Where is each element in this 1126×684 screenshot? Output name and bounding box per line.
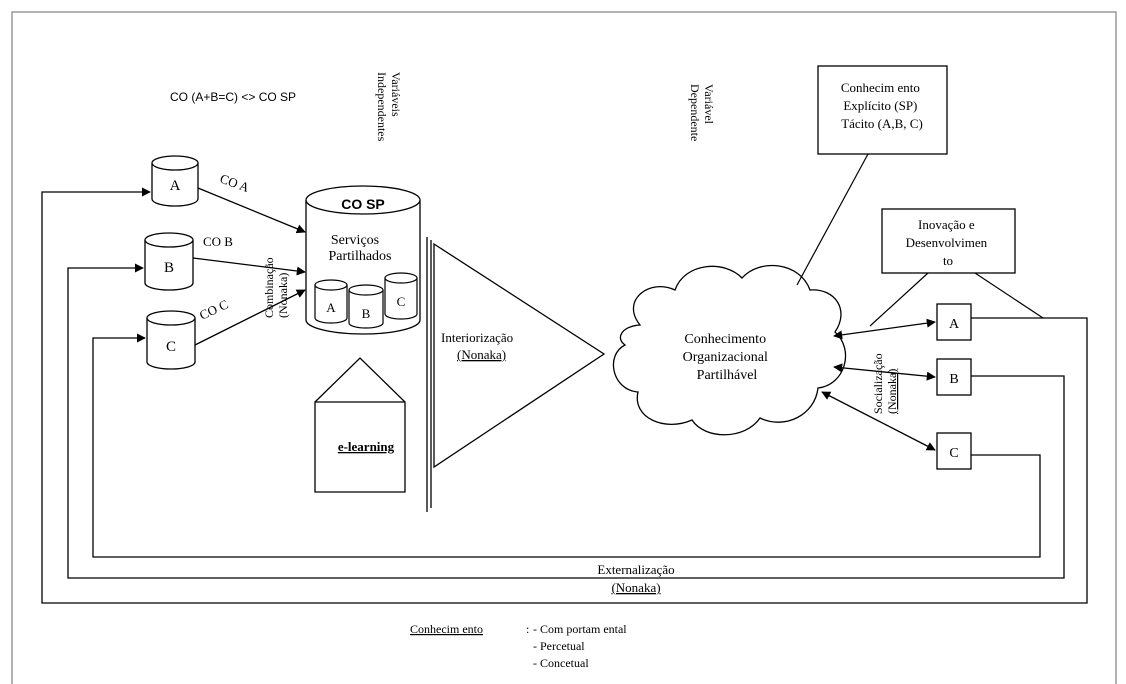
conhecimento-box — [817, 65, 948, 155]
right-box-c-label: C — [949, 446, 958, 461]
cosp-inner-c-label: C — [397, 294, 406, 309]
cosp-inner-c: C — [384, 272, 418, 320]
conhecimento-connector — [796, 153, 869, 286]
cosp-subtitle-2: Partilhados — [329, 249, 392, 264]
cosp-inner-b: B — [348, 284, 384, 329]
arrow-socializacao-a — [833, 318, 936, 340]
right-box-c — [936, 432, 972, 470]
knowledge-cloud — [612, 264, 847, 436]
cylinder-b: B — [144, 232, 194, 291]
edge-label-co-b: CO B — [203, 234, 233, 249]
cosp-subtitle-1: Serviços — [331, 233, 379, 248]
cylinder-c: C — [146, 310, 196, 370]
cosp-inner-a: A — [314, 279, 348, 324]
arrow-co-c — [194, 289, 306, 346]
elearning-house: e-learning — [314, 357, 406, 493]
externalizacao-loop-c — [92, 333, 1041, 558]
cosp-cylinder: CO SP Serviços Partilhados A B C — [305, 185, 421, 335]
legend-title: Conhecim ento — [410, 622, 483, 636]
cosp-title: CO SP — [341, 196, 385, 212]
inovacao-line-left — [869, 272, 929, 327]
inovacao-box-text: Inovação e Desenvolvimen to — [906, 217, 991, 268]
combinacao-label: Combinação (Nonaka) — [262, 254, 290, 318]
externalizacao-nonaka: (Nonaka) — [611, 580, 660, 595]
interiorizacao-triangle — [433, 242, 606, 469]
cylinder-a-label: A — [170, 178, 181, 194]
socializacao-label: Socialização (Nonaka) — [871, 350, 899, 414]
inovacao-line-right — [974, 272, 1044, 319]
legend-sep: : — [526, 622, 529, 636]
interiorizacao-label: Interiorização — [441, 330, 513, 345]
right-box-a — [936, 303, 972, 341]
inovacao-box — [881, 208, 1016, 274]
legend-items: - Com portam ental - Percetual - Concetu… — [533, 622, 630, 670]
page-frame — [11, 11, 1117, 684]
externalizacao-loop-b — [67, 263, 1065, 579]
cosp-inner-b-label: B — [362, 306, 371, 321]
formula-text: CO (A+B=C) <> CO SP — [170, 90, 296, 104]
right-box-a-label: A — [949, 317, 960, 332]
cylinder-b-label: B — [164, 260, 174, 276]
conhecimento-box-text: Conhecim ento Explícito (SP) Tácito (A,B… — [841, 80, 923, 131]
cylinder-a: A — [151, 155, 199, 207]
right-box-b — [936, 358, 972, 396]
externalizacao-loop-a — [41, 187, 1088, 604]
edge-label-co-c: CO C — [197, 296, 231, 322]
cloud-text: Conhecimento Organizacional Partilhável — [683, 332, 772, 383]
interiorizacao-nonaka: (Nonaka) — [457, 347, 506, 362]
variaveis-independentes-label: Variáveis Independentes — [375, 72, 403, 142]
right-box-b-label: B — [949, 372, 958, 387]
arrow-socializacao-b — [833, 363, 936, 381]
arrow-co-a — [197, 187, 306, 234]
arrow-socializacao-c — [821, 391, 936, 451]
externalizacao-label: Externalização — [597, 562, 674, 577]
arrow-co-b — [192, 257, 306, 276]
edge-label-co-a: CO A — [218, 171, 252, 196]
variavel-dependente-label: Variável Dependente — [688, 84, 716, 141]
cylinder-c-label: C — [166, 339, 176, 355]
cosp-inner-a-label: A — [326, 300, 336, 315]
elearning-label: e-learning — [338, 439, 395, 454]
